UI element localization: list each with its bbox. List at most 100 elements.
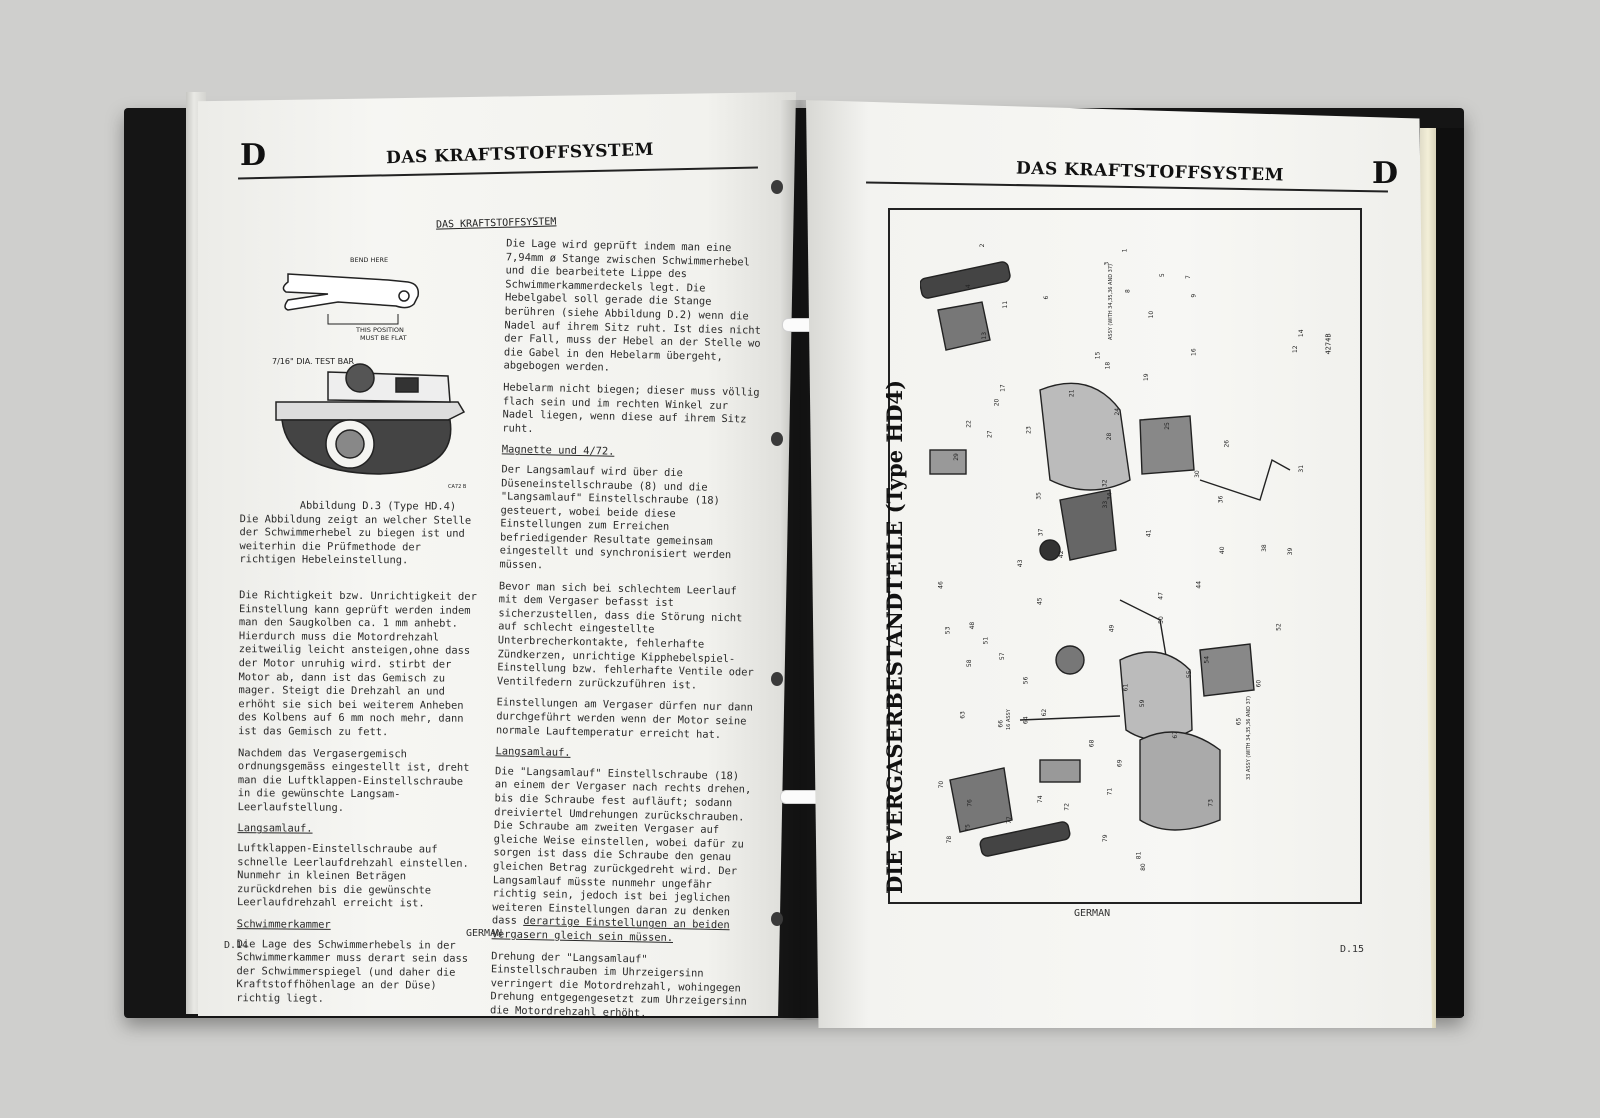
part-number: 77: [1006, 816, 1013, 824]
part-number: 72: [1063, 803, 1070, 811]
section-title: DAS KRAFTSTOFFSYSTEM: [435, 216, 557, 231]
paragraph: Bevor man sich bei schlechtem Leerlauf m…: [496, 579, 754, 692]
part-number: 49: [1108, 624, 1115, 632]
part-number: 12: [1292, 345, 1299, 353]
part-number: 47: [1158, 592, 1165, 600]
part-number: 4: [965, 284, 972, 288]
float-part: [1055, 645, 1085, 675]
part-number: 10: [1148, 311, 1155, 319]
part-number: 19: [1143, 373, 1150, 381]
part-number: 9: [1190, 294, 1197, 298]
punch-hole: [771, 432, 783, 446]
diagram-title: DIE VERGASERBESTANDTEILE (Type HD4): [882, 379, 907, 894]
subheading: Langsamlauf.: [237, 822, 313, 836]
part-number: 22: [965, 420, 972, 428]
paragraph: Die Abbildung zeigt an welcher Stelle de…: [239, 512, 472, 567]
underlined-text: derartige Einstellungen an beiden Vergas…: [491, 915, 730, 944]
piston-part-lower: [1039, 759, 1081, 783]
needle-part: [1019, 715, 1121, 721]
paragraph: Die Lage wird geprüft indem man eine 7,9…: [503, 237, 762, 374]
part-number: 67: [1172, 731, 1179, 739]
part-number: 27: [987, 430, 994, 438]
part-number: 23: [1026, 426, 1033, 434]
part-number: 81: [1136, 851, 1143, 859]
subheading: Schwimmerkammer: [236, 918, 331, 931]
part-number: 43: [1017, 559, 1024, 567]
part-number: 44: [1196, 581, 1203, 589]
part-number: 46: [938, 581, 945, 589]
part-number: 70: [938, 781, 945, 789]
part-number: 63: [959, 711, 966, 719]
assy-label: 16 ASSY: [1006, 708, 1012, 730]
part-number: 59: [1139, 699, 1146, 707]
part-number: 25: [1164, 422, 1171, 430]
figure-code: CA72 B: [448, 484, 467, 490]
float-lever-figure: BEND HERE THIS POSITION MUST BE FLAT 7/1…: [272, 256, 467, 490]
footer-language: GERMAN: [466, 928, 503, 939]
part-number: 13: [981, 332, 988, 340]
text-column-right: Die Lage wird geprüft indem man eine 7,9…: [490, 237, 764, 1016]
float-chamber-upper: [1139, 415, 1195, 475]
part-number: 2: [979, 243, 986, 247]
part-number: 78: [946, 836, 953, 844]
page-header: DAS KRAFTSTOFFSYSTEM: [385, 139, 655, 169]
part-number: 38: [1261, 544, 1268, 552]
carburetor-body-upper: [1039, 382, 1131, 491]
throttle-assembly-upper: [1059, 489, 1117, 561]
part-number: 29: [953, 453, 960, 461]
part-number: 79: [1102, 834, 1109, 842]
assy-label: 33 ASSY (WITH 34,35,36 AND 37): [1246, 696, 1252, 780]
page-number: D.15: [1340, 944, 1365, 955]
test-bar-label: 7/16" DIA. TEST BAR: [272, 357, 355, 366]
part-number: 66: [998, 720, 1005, 728]
part-number: 68: [1088, 739, 1095, 747]
part-number: 21: [1069, 389, 1076, 397]
part-number: 65: [1235, 717, 1242, 725]
header-rule: [866, 181, 1388, 193]
part-number: 53: [944, 626, 951, 634]
part-number: 8: [1124, 289, 1131, 293]
paragraph: Einstellungen am Vergaser dürfen nur dan…: [495, 696, 754, 741]
float-chamber-lower: [1199, 643, 1255, 697]
part-number: 75: [964, 824, 971, 832]
part-number: 71: [1107, 788, 1114, 796]
part-number: 34: [1106, 492, 1113, 500]
dashpot-chamber-lower: [949, 767, 1013, 833]
part-number: 31: [1298, 465, 1305, 473]
part-number: 11: [1002, 301, 1009, 309]
part-number: 50: [1158, 616, 1165, 624]
bend-here-label: BEND HERE: [350, 256, 388, 264]
part-number: 6: [1043, 296, 1050, 300]
part-number: 61: [1123, 683, 1130, 691]
suction-spring: [920, 261, 1011, 299]
part-number: 69: [1117, 759, 1124, 767]
paragraph: Der Langsamlauf wird über die Düseneinst…: [499, 463, 732, 572]
subheading: Langsamlauf.: [495, 745, 571, 760]
part-number: 39: [1287, 547, 1294, 555]
part-number: 51: [983, 637, 990, 645]
punch-hole: [771, 912, 783, 926]
part-number: 20: [993, 398, 1000, 406]
paragraph: Luftklappen-Einstellschraube auf schnell…: [236, 842, 469, 910]
punch-hole: [771, 180, 783, 194]
part-number: 35: [1035, 492, 1042, 500]
linkage-rod: [1199, 458, 1291, 501]
part-number: 36: [1217, 495, 1224, 503]
subheading: Magnette und 4/72.: [501, 443, 615, 459]
chapter-letter: D: [1372, 156, 1399, 191]
part-number: 60: [1255, 680, 1262, 688]
page-number: D.14: [224, 940, 249, 951]
part-number: 64: [1023, 716, 1030, 724]
part-number: 42: [1058, 550, 1065, 558]
throttle-assembly-lower: [1139, 731, 1221, 831]
carburetor-body-lower: [1119, 651, 1193, 741]
part-number: 41: [1146, 529, 1153, 537]
part-number: 56: [1022, 676, 1029, 684]
part-number: 80: [1140, 863, 1147, 871]
part-number: 52: [1276, 623, 1283, 631]
punch-hole: [771, 672, 783, 686]
paragraph-text: Die "Langsamlauf" Einstellschraube (18) …: [491, 765, 752, 928]
dashpot-chamber: [937, 301, 991, 351]
part-number: 15: [1094, 351, 1101, 359]
carburetor-diagram-frame: DIE VERGASERBESTANDTEILE (Type HD4) 4 27 4…: [882, 208, 1362, 904]
